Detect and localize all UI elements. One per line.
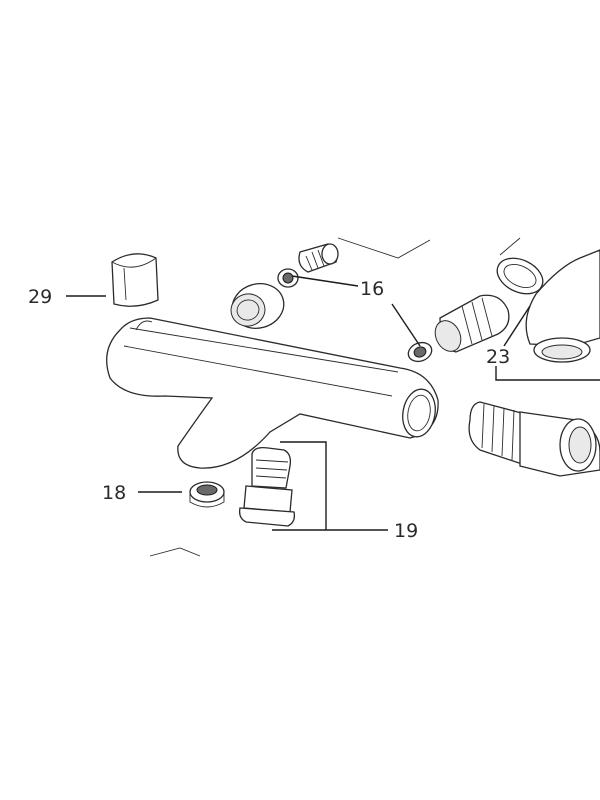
thermostatic-cartridge xyxy=(468,401,600,477)
diverter-cartridge xyxy=(434,294,510,353)
nut-part-18 xyxy=(189,481,225,508)
callout-16: 16 xyxy=(360,278,384,300)
threaded-insert-top xyxy=(298,243,339,273)
valve-part-19 xyxy=(238,446,296,527)
lower-housing-fragment xyxy=(149,547,201,557)
leader-lines xyxy=(66,275,600,531)
upper-housing-fragment xyxy=(337,237,521,259)
coupling-nut xyxy=(230,283,285,329)
callout-29: 29 xyxy=(28,286,52,308)
seal-ring-16 xyxy=(407,341,433,363)
handle-knob xyxy=(496,249,600,363)
spout-body xyxy=(106,317,439,469)
callout-19: 19 xyxy=(394,520,418,542)
seal-ring-upper xyxy=(277,268,299,288)
sleeve-part-29 xyxy=(111,253,159,307)
callout-18: 18 xyxy=(102,482,126,504)
callout-23: 23 xyxy=(486,346,510,368)
